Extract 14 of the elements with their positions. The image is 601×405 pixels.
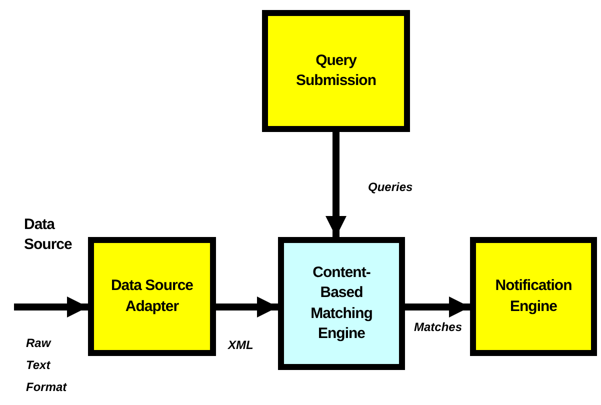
arrow xyxy=(14,296,88,318)
arrow xyxy=(326,132,346,237)
process-box xyxy=(470,237,597,356)
arrow xyxy=(216,296,278,318)
box-label: Data Source Adapter xyxy=(110,276,194,316)
box-label: Query Submission xyxy=(294,50,377,91)
input-label: Data Source xyxy=(24,215,73,256)
process-box xyxy=(262,10,410,132)
format-note: Raw Text Format xyxy=(26,335,68,396)
arrow xyxy=(405,296,470,318)
box-label: Content-Based Matching Engine xyxy=(310,263,374,344)
process-box xyxy=(88,237,216,356)
box-label: Notification Engine xyxy=(494,276,573,316)
process-box xyxy=(278,237,405,370)
